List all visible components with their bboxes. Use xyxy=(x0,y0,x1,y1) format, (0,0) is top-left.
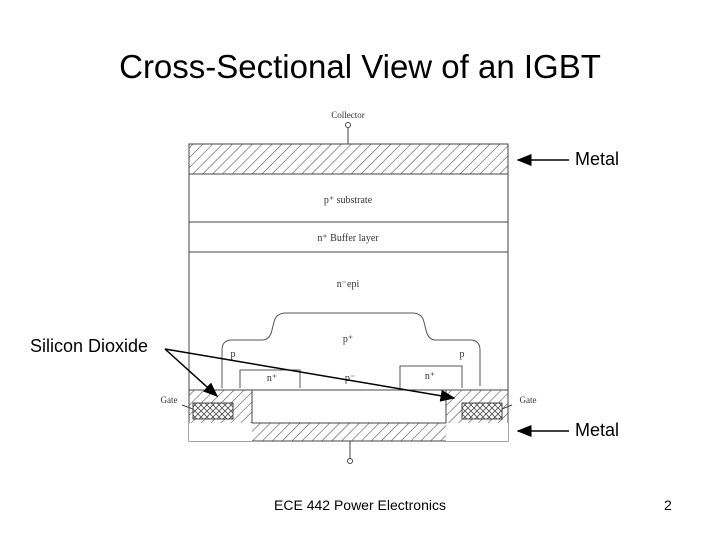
emitter-terminal xyxy=(347,458,353,464)
p-substrate-layer xyxy=(188,173,509,223)
metal-bottom-callout: Metal xyxy=(575,420,620,440)
n-plus-right-label: n⁺ xyxy=(425,371,435,382)
gate-left-label: Gate xyxy=(161,395,178,405)
n-epi-region xyxy=(188,251,509,391)
footer-course-title: ECE 442 Power Electronics xyxy=(274,497,446,513)
sio2-arrow-right xyxy=(164,348,456,402)
gate-poly-left xyxy=(192,402,234,420)
p-minus-label: p⁻ xyxy=(345,373,355,384)
sio2-arrow-left xyxy=(164,348,219,398)
collector-terminal xyxy=(345,122,351,128)
p-substrate-label: p⁺ substrate xyxy=(324,195,373,206)
p-plus-label: p⁺ xyxy=(343,334,353,345)
collector-label: Collector xyxy=(331,110,365,120)
slide-number: 2 xyxy=(664,497,672,513)
n-plus-left-label: n⁺ xyxy=(267,373,277,384)
n-plus-left-region xyxy=(239,369,301,388)
gate-lead-right xyxy=(501,404,513,410)
p-plus-well xyxy=(221,312,481,388)
n-epi-label: n⁻epi xyxy=(337,279,360,290)
gate-poly-right xyxy=(461,402,503,420)
n-plus-right-region xyxy=(399,365,463,388)
top-metal-layer xyxy=(188,143,509,175)
metal-top-callout: Metal xyxy=(575,149,620,169)
p-right-label: p xyxy=(460,349,465,360)
buffer-layer-label: n⁺ Buffer layer xyxy=(317,233,379,244)
gate-right-label: Gate xyxy=(520,395,537,405)
gate-oxide-right xyxy=(446,423,508,441)
silicon-dioxide-callout: Silicon Dioxide xyxy=(30,336,149,356)
gate-lead-left xyxy=(181,404,194,410)
slide-title: Cross-Sectional View of an IGBT xyxy=(119,48,601,85)
p-left-label: p xyxy=(231,349,236,360)
gate-oxide-left xyxy=(189,423,252,441)
